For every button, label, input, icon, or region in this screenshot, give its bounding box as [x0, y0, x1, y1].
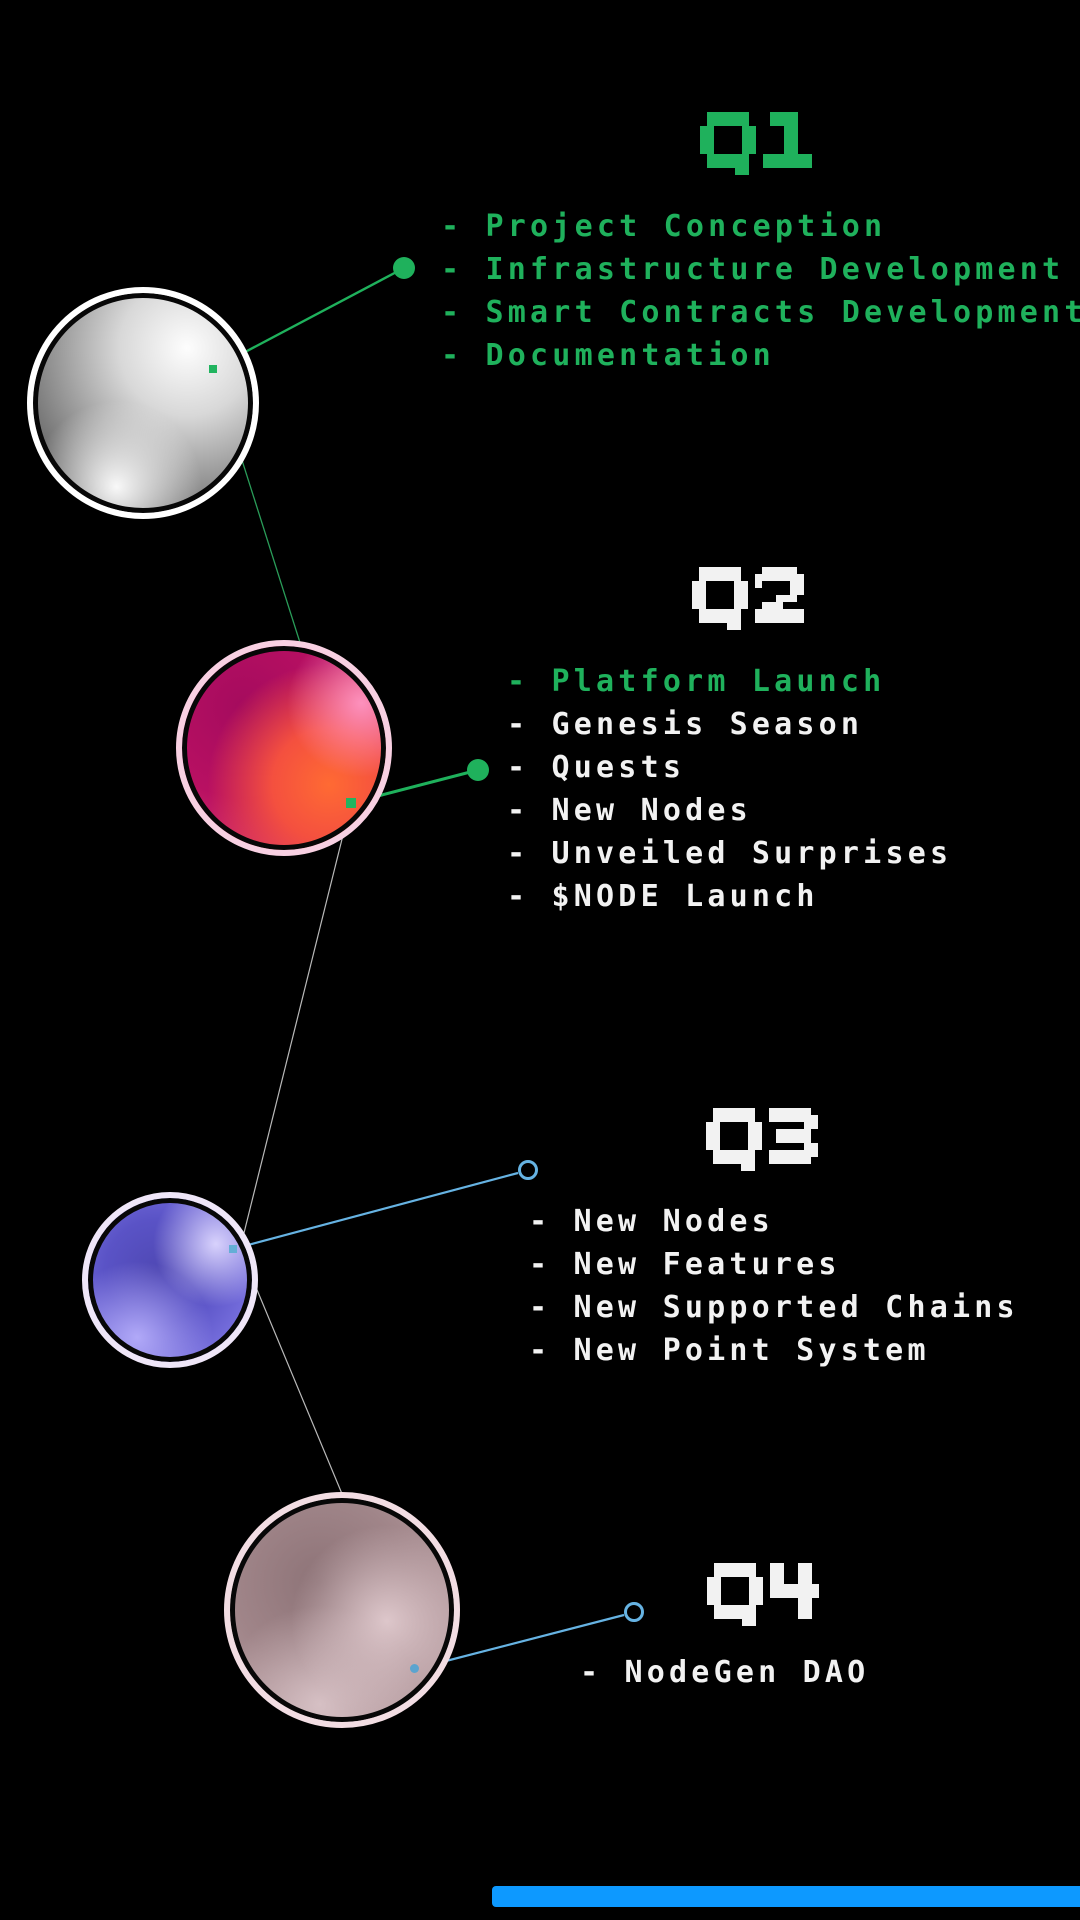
roadmap-item: - $NODE Launch	[507, 879, 819, 914]
roadmap-item: - New Nodes	[529, 1204, 774, 1239]
q3-callout-line	[232, 1171, 519, 1251]
roadmap-item: - Quests	[507, 750, 686, 785]
roadmap-item: - Smart Contracts Development	[441, 295, 1080, 330]
roadmap-item: - Project Conception	[441, 209, 887, 244]
roadmap-item: - Genesis Season	[507, 707, 864, 742]
q4-heading	[707, 1563, 826, 1626]
q4-item-list: - NodeGen DAO	[580, 1651, 869, 1694]
roadmap-item: - New Supported Chains	[529, 1290, 1019, 1325]
q3-heading	[706, 1108, 825, 1171]
roadmap-item: - Infrastructure Development	[441, 252, 1065, 287]
q1-heading	[700, 112, 819, 175]
q2-node-marker	[346, 798, 356, 808]
q3-node-marker	[229, 1245, 237, 1253]
q3-item-list: - New Nodes - New Features - New Supported…	[529, 1200, 1019, 1372]
q2-item-list: - Platform Launch - Genesis Season - Quest…	[507, 660, 952, 918]
q2-callout-dot	[467, 759, 489, 781]
q2-orb	[176, 640, 392, 856]
roadmap-item: - New Features	[529, 1247, 841, 1282]
q4-callout-line	[414, 1613, 625, 1671]
q4-orb	[224, 1492, 460, 1728]
q3-callout-circle	[518, 1160, 538, 1180]
q1-node-marker	[209, 365, 217, 373]
q2-heading	[692, 567, 811, 630]
q3-orb	[82, 1192, 258, 1368]
roadmap-item: - NodeGen DAO	[580, 1655, 870, 1690]
q4-node-marker	[410, 1664, 419, 1673]
roadmap-item: - New Nodes	[507, 793, 752, 828]
q1-callout-dot	[393, 257, 415, 279]
roadmap-item: - New Point System	[529, 1333, 930, 1368]
q4-callout-circle	[624, 1602, 644, 1622]
footer-bar	[492, 1886, 1080, 1907]
roadmap-item: - Unveiled Surprises	[507, 836, 953, 871]
chain-line-q2-q3	[239, 802, 352, 1250]
roadmap-item: - Documentation	[441, 338, 775, 373]
roadmap-item: - Platform Launch	[507, 664, 886, 699]
q1-item-list: - Project Conception - Infrastructure Dev…	[441, 205, 1080, 377]
q1-orb	[27, 287, 259, 519]
